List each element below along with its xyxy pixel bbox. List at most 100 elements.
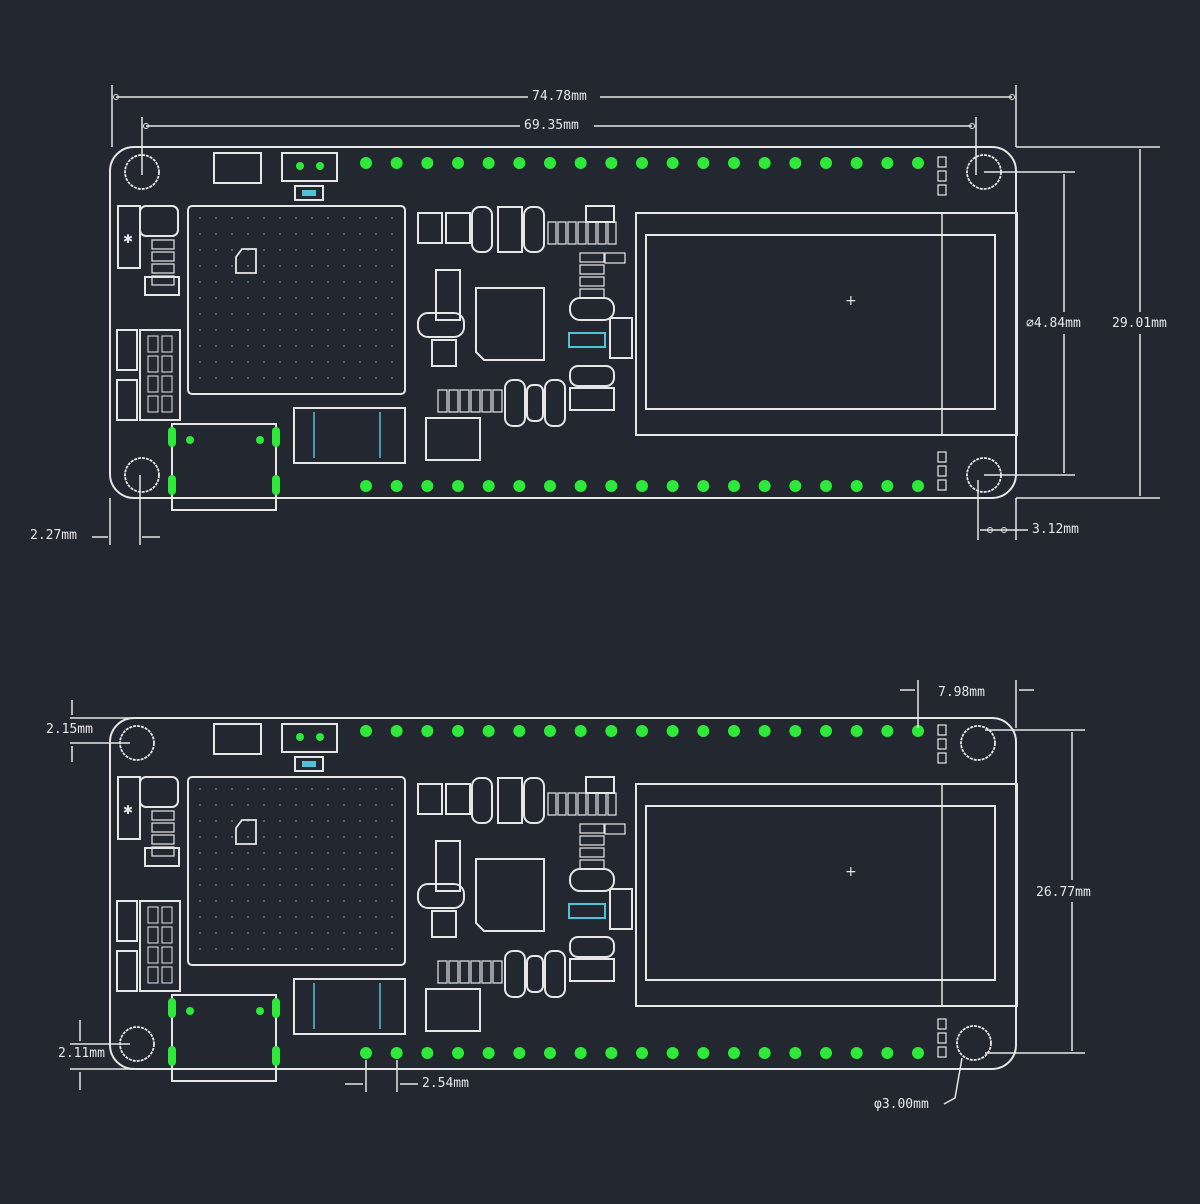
via-dot	[359, 217, 361, 219]
via-dot	[231, 361, 233, 363]
header-pin	[360, 480, 372, 492]
smd-component	[569, 365, 615, 387]
smd-pad	[470, 960, 481, 984]
via-dot	[343, 249, 345, 251]
via-dot	[359, 345, 361, 347]
header-pin	[360, 1047, 372, 1059]
via-dot	[375, 313, 377, 315]
via-dot	[359, 932, 361, 934]
via-dot	[295, 788, 297, 790]
via-dot	[231, 868, 233, 870]
via-dot	[295, 217, 297, 219]
header-pin	[697, 725, 710, 737]
via-dot	[247, 852, 249, 854]
header-pin	[513, 480, 526, 492]
via-dot	[375, 281, 377, 283]
board-outline	[109, 146, 1017, 499]
smd-capacitor	[526, 955, 544, 993]
button-reset-lower	[116, 379, 138, 421]
via-dot	[359, 249, 361, 251]
via-dot	[375, 217, 377, 219]
via-dot	[231, 249, 233, 251]
smd-capacitor	[544, 379, 566, 427]
via-dot	[391, 884, 393, 886]
via-dot	[279, 329, 281, 331]
smd-pad	[437, 960, 448, 984]
smd-pad	[937, 479, 947, 491]
via-dot	[295, 281, 297, 283]
via-dot	[311, 345, 313, 347]
via-dot	[311, 217, 313, 219]
via-dot	[279, 345, 281, 347]
header-pin	[758, 480, 771, 492]
via-dot	[359, 281, 361, 283]
header-pin	[360, 157, 372, 169]
via-dot	[231, 297, 233, 299]
button-boot	[117, 205, 141, 269]
smd-pad	[937, 184, 947, 196]
via-dot	[295, 948, 297, 950]
chip-marker	[235, 248, 257, 274]
via-dot	[311, 900, 313, 902]
via-dot	[311, 265, 313, 267]
via-dot	[247, 329, 249, 331]
via-dot	[295, 932, 297, 934]
smd-pad	[151, 810, 175, 821]
via-dot	[327, 868, 329, 870]
via-dot	[311, 884, 313, 886]
via-dot	[327, 788, 329, 790]
smd-pad	[587, 792, 597, 816]
smd-component	[139, 205, 179, 237]
via-dot	[391, 868, 393, 870]
header-pin	[574, 157, 587, 169]
dimension-arrow-icon	[113, 94, 119, 100]
smd-pad	[567, 792, 577, 816]
via-dot	[247, 788, 249, 790]
smd-pad	[151, 239, 175, 250]
header-pin	[421, 1047, 434, 1059]
via-dot	[247, 313, 249, 315]
header-pin	[758, 157, 771, 169]
header-pin	[390, 725, 403, 737]
via-dot	[311, 281, 313, 283]
via-dot	[375, 249, 377, 251]
smd-capacitor	[504, 950, 526, 998]
smd-pad	[147, 375, 159, 393]
via-dot	[263, 852, 265, 854]
smd-pad	[937, 1032, 947, 1044]
via-dot	[231, 852, 233, 854]
header-pin	[912, 480, 924, 492]
via-dot	[311, 329, 313, 331]
via-dot	[231, 788, 233, 790]
smd-pad-stack	[431, 339, 457, 367]
via-dot	[311, 852, 313, 854]
via-dot	[343, 281, 345, 283]
via-dot	[391, 836, 393, 838]
header-pin	[881, 480, 894, 492]
via-dot	[359, 836, 361, 838]
smd-diode	[417, 212, 443, 244]
via-dot	[279, 361, 281, 363]
via-dot	[199, 377, 201, 379]
usb-c-connector	[171, 994, 277, 1082]
smd-pad	[587, 221, 597, 245]
mount-hole-icon	[124, 154, 160, 190]
header-pin	[789, 157, 802, 169]
via-dot	[311, 948, 313, 950]
via-dot	[215, 345, 217, 347]
via-dot	[343, 788, 345, 790]
smd-inductor	[417, 883, 465, 909]
via-dot	[199, 932, 201, 934]
via-dot	[231, 313, 233, 315]
smd-pad	[161, 946, 173, 964]
via-dot	[295, 233, 297, 235]
via-dot	[215, 361, 217, 363]
via-dot	[199, 313, 201, 315]
smd-component	[585, 776, 615, 794]
via-dot	[263, 265, 265, 267]
smd-capacitor	[497, 206, 523, 253]
via-dot	[199, 297, 201, 299]
via-dot	[327, 281, 329, 283]
smd-pad	[147, 335, 159, 353]
